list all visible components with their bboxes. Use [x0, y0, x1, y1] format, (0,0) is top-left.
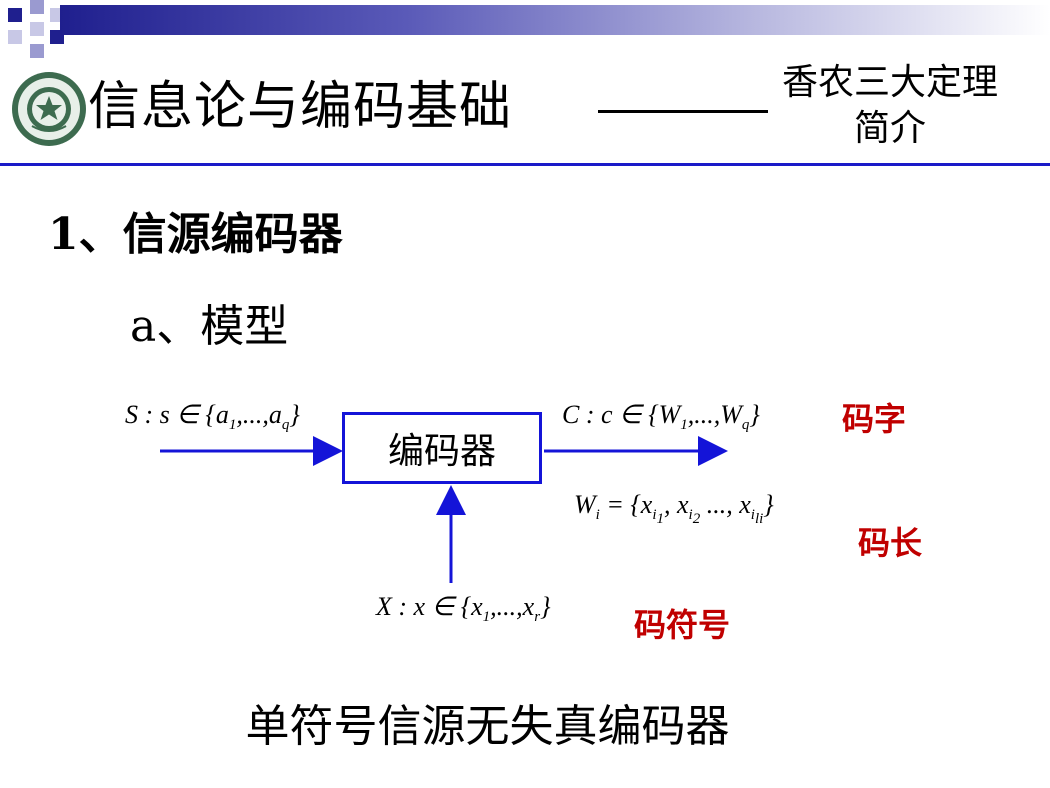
source-set-formula: S : s ∈ {a1,...,aq}	[125, 400, 300, 434]
codeword-formula: Wi = {xi1, xi2 ..., xili}	[574, 490, 774, 528]
tag-codeword: 码字	[842, 400, 907, 438]
section-heading: 1、信源编码器	[48, 209, 343, 260]
page-subtitle: 香农三大定理 简介	[765, 60, 1015, 152]
section-subheading: a、模型	[130, 301, 289, 352]
symbol-set-formula: X : x ∈ {x1,...,xr}	[376, 592, 551, 626]
university-seal-logo	[12, 72, 86, 146]
page-title: 信息论与编码基础	[88, 77, 513, 137]
tag-code-length: 码长	[858, 524, 923, 562]
bottom-caption: 单符号信源无失真编码器	[245, 701, 730, 752]
tag-code-symbol: 码符号	[634, 606, 731, 644]
header-gradient-band	[60, 5, 1050, 35]
corner-decoration	[0, 0, 90, 60]
subtitle-line-2: 简介	[853, 108, 926, 149]
title-dash	[598, 110, 768, 113]
subtitle-line-1: 香农三大定理	[781, 62, 998, 103]
encoder-label: 编码器	[387, 431, 496, 472]
header-rule	[0, 163, 1050, 166]
encoder-box: 编码器	[342, 412, 542, 484]
code-set-formula: C : c ∈ {W1,...,Wq}	[562, 400, 760, 434]
